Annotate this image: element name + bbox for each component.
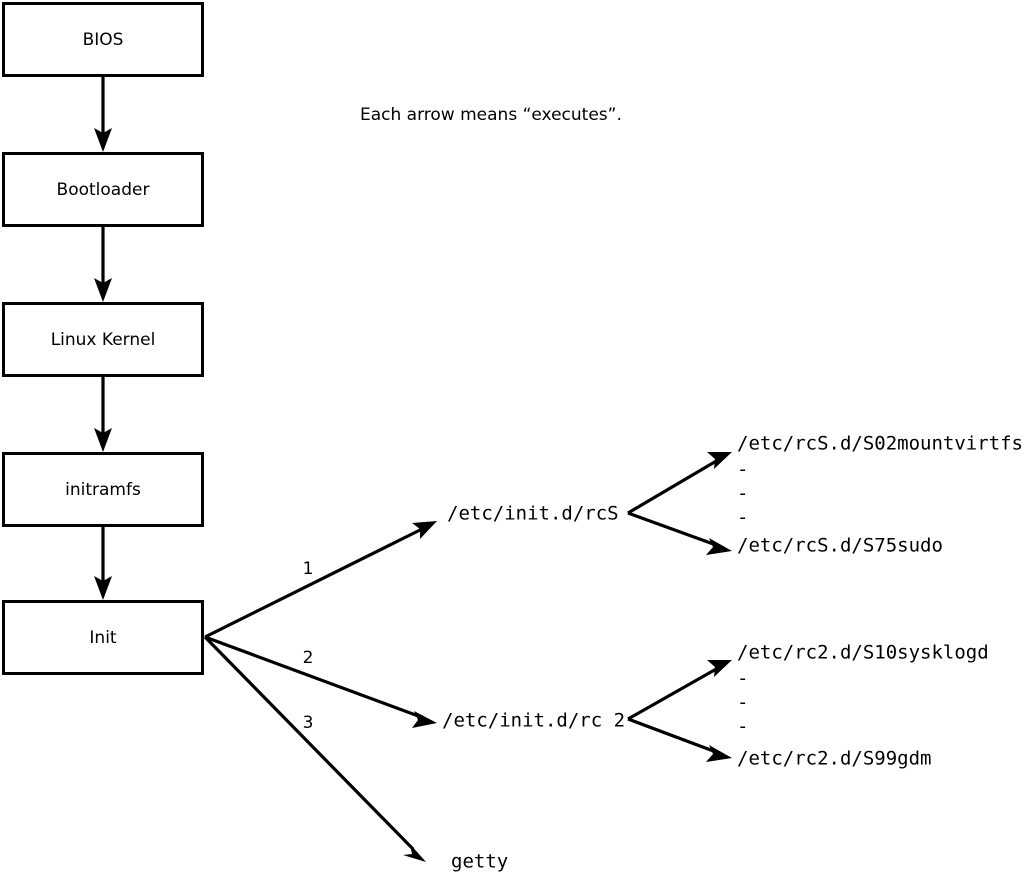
edge-label-2: 2 [303, 648, 314, 668]
arrow-rc2-to-last-script [627, 717, 732, 762]
node-linux-kernel[interactable]: Linux Kernel [2, 302, 204, 377]
arrow-rc2-to-first-script [627, 660, 732, 721]
label-rcs-ellipsis-2: - [737, 483, 748, 505]
arrow-rcs-to-last-script [627, 511, 732, 555]
arrow-bootloader-to-kernel [94, 226, 112, 302]
label-etc-init-d-rcs[interactable]: /etc/init.d/rcS [447, 503, 619, 525]
label-rcs-script-last[interactable]: /etc/rcS.d/S75sudo [737, 535, 943, 557]
arrow-init-branch-2 [204, 635, 437, 728]
node-bootloader-label: Bootloader [57, 180, 150, 200]
node-bootloader-box [2, 152, 204, 227]
edge-label-3: 3 [303, 713, 314, 733]
label-rcs-ellipsis-3: - [737, 507, 748, 529]
label-getty[interactable]: getty [451, 851, 508, 873]
node-initramfs-label: initramfs [65, 480, 141, 500]
label-etc-init-d-rc-2[interactable]: /etc/init.d/rc 2 [442, 710, 625, 732]
label-rc2-ellipsis-1: - [737, 668, 748, 690]
label-rcs-script-first[interactable]: /etc/rcS.d/S02mountvirtfs [737, 433, 1023, 455]
arrow-init-branch-1 [204, 521, 437, 639]
node-bios[interactable]: BIOS [2, 2, 204, 77]
node-init-label: Init [89, 628, 117, 648]
label-rc2-ellipsis-3: - [737, 716, 748, 738]
arrow-rcs-to-first-script [627, 452, 732, 515]
node-initramfs-box [2, 452, 204, 527]
node-init-box [2, 600, 204, 675]
node-bootloader[interactable]: Bootloader [2, 152, 204, 227]
label-rc2-script-first[interactable]: /etc/rc2.d/S10sysklogd [737, 642, 989, 664]
node-bios-box [2, 2, 204, 77]
arrow-init-branch-3 [203, 635, 426, 862]
node-init[interactable]: Init [2, 600, 204, 675]
arrow-bios-to-bootloader [94, 76, 112, 152]
edge-label-1: 1 [303, 559, 314, 579]
label-rcs-ellipsis-1: - [737, 459, 748, 481]
node-linux-kernel-label: Linux Kernel [51, 330, 156, 350]
node-bios-label: BIOS [83, 30, 124, 50]
diagram-caption: Each arrow means “executes”. [360, 105, 622, 125]
arrow-initramfs-to-init [94, 526, 112, 600]
arrow-kernel-to-initramfs [94, 376, 112, 452]
node-initramfs[interactable]: initramfs [2, 452, 204, 527]
label-rc2-script-last[interactable]: /etc/rc2.d/S99gdm [737, 748, 931, 770]
node-linux-kernel-box [2, 302, 204, 377]
label-rc2-ellipsis-2: - [737, 692, 748, 714]
